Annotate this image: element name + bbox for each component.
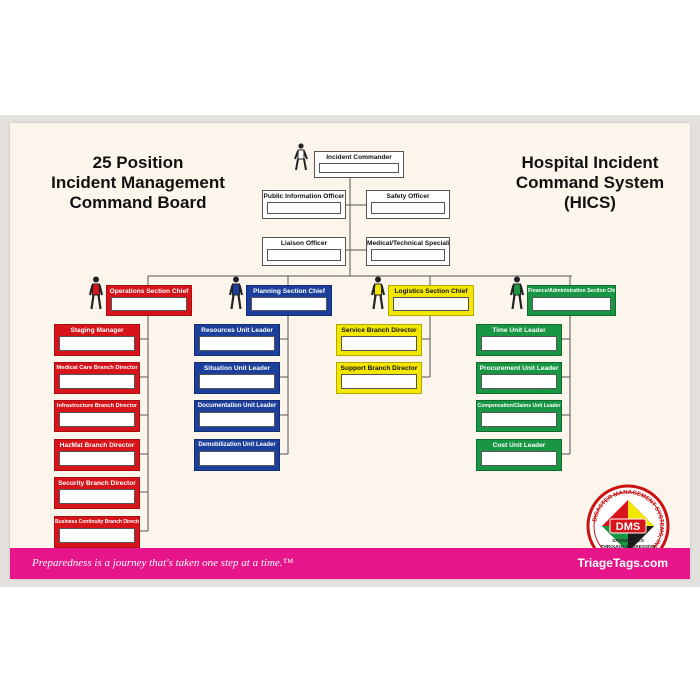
person-icon <box>229 276 243 310</box>
name-field[interactable] <box>199 412 275 427</box>
procurement-unit-leader-label: Procurement Unit Leader <box>479 365 559 372</box>
security-branch-director-label: Security Branch Director <box>58 480 136 487</box>
safety-officer-position[interactable]: Safety Officer <box>366 190 450 219</box>
logo-slogan-line2: THROUGH AGGRESSIVE <box>600 543 656 549</box>
name-field[interactable] <box>481 451 557 466</box>
footer-website[interactable]: TriageTags.com <box>577 556 668 570</box>
medical-technical-specialist-label: Medical/Technical Specialist <box>367 240 449 247</box>
name-field[interactable] <box>59 412 135 427</box>
system-title-line3: (HICS) <box>564 193 616 212</box>
name-field[interactable] <box>199 336 275 351</box>
cost-unit-leader-label: Cost Unit Leader <box>492 442 546 449</box>
planning-section-chief-position[interactable]: Planning Section Chief <box>246 285 332 316</box>
board-title-line2: Incident Management <box>51 173 225 192</box>
name-field[interactable] <box>199 374 275 389</box>
service-branch-director-label: Service Branch Director <box>341 327 417 334</box>
footer-tagline: Preparedness is a journey that's taken o… <box>32 557 294 569</box>
dms-logo: DISASTER MANAGEMENT SYSTEMS, INC. DMS <box>586 484 670 568</box>
name-field[interactable] <box>371 249 445 261</box>
resources-unit-leader-label: Resources Unit Leader <box>201 327 273 334</box>
staging-manager-position[interactable]: Staging Manager <box>54 324 140 356</box>
business-continuity-branch-director-label: Business Continuity Branch Director <box>55 519 139 525</box>
demobilization-unit-leader-position[interactable]: Demobilization Unit Leader <box>194 439 280 471</box>
name-field[interactable] <box>341 336 417 351</box>
infrastructure-branch-director-position[interactable]: Infrastructure Branch Director <box>54 400 140 432</box>
board-title-line3: Command Board <box>69 193 207 212</box>
incident-commander-position[interactable]: Incident Commander <box>314 151 404 178</box>
logistics-section-chief-position[interactable]: Logistics Section Chief <box>388 285 474 316</box>
support-branch-director-position[interactable]: Support Branch Director <box>336 362 422 394</box>
operations-section-chief-position[interactable]: Operations Section Chief <box>106 285 192 316</box>
public-information-officer-label: Public Information Officer <box>263 193 345 200</box>
system-title-line2: Command System <box>515 173 665 192</box>
person-icon <box>89 276 103 310</box>
resources-unit-leader-position[interactable]: Resources Unit Leader <box>194 324 280 356</box>
compensation-claims-unit-leader-label: Compensation/Claims Unit Leader <box>477 403 561 409</box>
name-field[interactable] <box>59 451 135 466</box>
name-field[interactable] <box>341 374 417 389</box>
name-field[interactable] <box>532 297 611 311</box>
service-branch-director-position[interactable]: Service Branch Director <box>336 324 422 356</box>
name-field[interactable] <box>393 297 469 311</box>
command-board: 25 Position Incident Management Command … <box>0 115 700 587</box>
medical-technical-specialist-position[interactable]: Medical/Technical Specialist <box>366 237 450 266</box>
logo-slogan-line1: SAVING LIVES <box>612 538 644 543</box>
liaison-officer-position[interactable]: Liaison Officer <box>262 237 346 266</box>
name-field[interactable] <box>267 202 341 214</box>
time-unit-leader-position[interactable]: Time Unit Leader <box>476 324 562 356</box>
finance-administration-section-chief-label: Finance/Administration Section Chief <box>528 288 615 294</box>
board-title-line1: 25 Position <box>92 153 184 172</box>
cost-unit-leader-position[interactable]: Cost Unit Leader <box>476 439 562 471</box>
support-branch-director-label: Support Branch Director <box>340 365 418 372</box>
liaison-officer-label: Liaison Officer <box>280 240 328 247</box>
staging-manager-label: Staging Manager <box>70 327 124 334</box>
security-branch-director-position[interactable]: Security Branch Director <box>54 477 140 509</box>
person-icon <box>371 276 385 310</box>
documentation-unit-leader-label: Documentation Unit Leader <box>197 403 277 409</box>
board-title: 25 Position Incident Management Command … <box>38 153 238 213</box>
person-icon <box>294 143 308 171</box>
medical-care-branch-director-position[interactable]: Medical Care Branch Director <box>54 362 140 394</box>
infrastructure-branch-director-label: Infrastructure Branch Director <box>56 403 138 409</box>
medical-care-branch-director-label: Medical Care Branch Director <box>56 365 138 371</box>
operations-section-chief-label: Operations Section Chief <box>109 288 189 295</box>
demobilization-unit-leader-label: Demobilization Unit Leader <box>198 442 276 448</box>
name-field[interactable] <box>111 297 187 311</box>
name-field[interactable] <box>481 374 557 389</box>
name-field[interactable] <box>267 249 341 261</box>
name-field[interactable] <box>59 489 135 504</box>
system-title-line1: Hospital Incident <box>521 153 659 172</box>
logo-name: DMS <box>616 521 640 533</box>
board-panel: 25 Position Incident Management Command … <box>10 123 690 579</box>
hazmat-branch-director-label: HazMat Branch Director <box>59 442 135 449</box>
name-field[interactable] <box>59 374 135 389</box>
finance-administration-section-chief-position[interactable]: Finance/Administration Section Chief <box>527 285 616 316</box>
safety-officer-label: Safety Officer <box>386 193 430 200</box>
name-field[interactable] <box>199 451 275 466</box>
footer-bar: Preparedness is a journey that's taken o… <box>10 548 690 579</box>
public-information-officer-position[interactable]: Public Information Officer <box>262 190 346 219</box>
planning-section-chief-label: Planning Section Chief <box>253 288 325 295</box>
documentation-unit-leader-position[interactable]: Documentation Unit Leader <box>194 400 280 432</box>
incident-commander-label: Incident Commander <box>326 154 392 161</box>
name-field[interactable] <box>371 202 445 214</box>
time-unit-leader-label: Time Unit Leader <box>492 327 546 334</box>
situation-unit-leader-label: Situation Unit Leader <box>203 365 271 372</box>
procurement-unit-leader-position[interactable]: Procurement Unit Leader <box>476 362 562 394</box>
system-title: Hospital Incident Command System (HICS) <box>500 153 680 213</box>
name-field[interactable] <box>481 412 557 427</box>
compensation-claims-unit-leader-position[interactable]: Compensation/Claims Unit Leader <box>476 400 562 432</box>
situation-unit-leader-position[interactable]: Situation Unit Leader <box>194 362 280 394</box>
business-continuity-branch-director-position[interactable]: Business Continuity Branch Director <box>54 516 140 548</box>
name-field[interactable] <box>251 297 327 311</box>
name-field[interactable] <box>59 528 135 543</box>
person-icon <box>510 276 524 310</box>
hazmat-branch-director-position[interactable]: HazMat Branch Director <box>54 439 140 471</box>
name-field[interactable] <box>319 163 399 173</box>
name-field[interactable] <box>59 336 135 351</box>
name-field[interactable] <box>481 336 557 351</box>
logistics-section-chief-label: Logistics Section Chief <box>394 288 468 295</box>
